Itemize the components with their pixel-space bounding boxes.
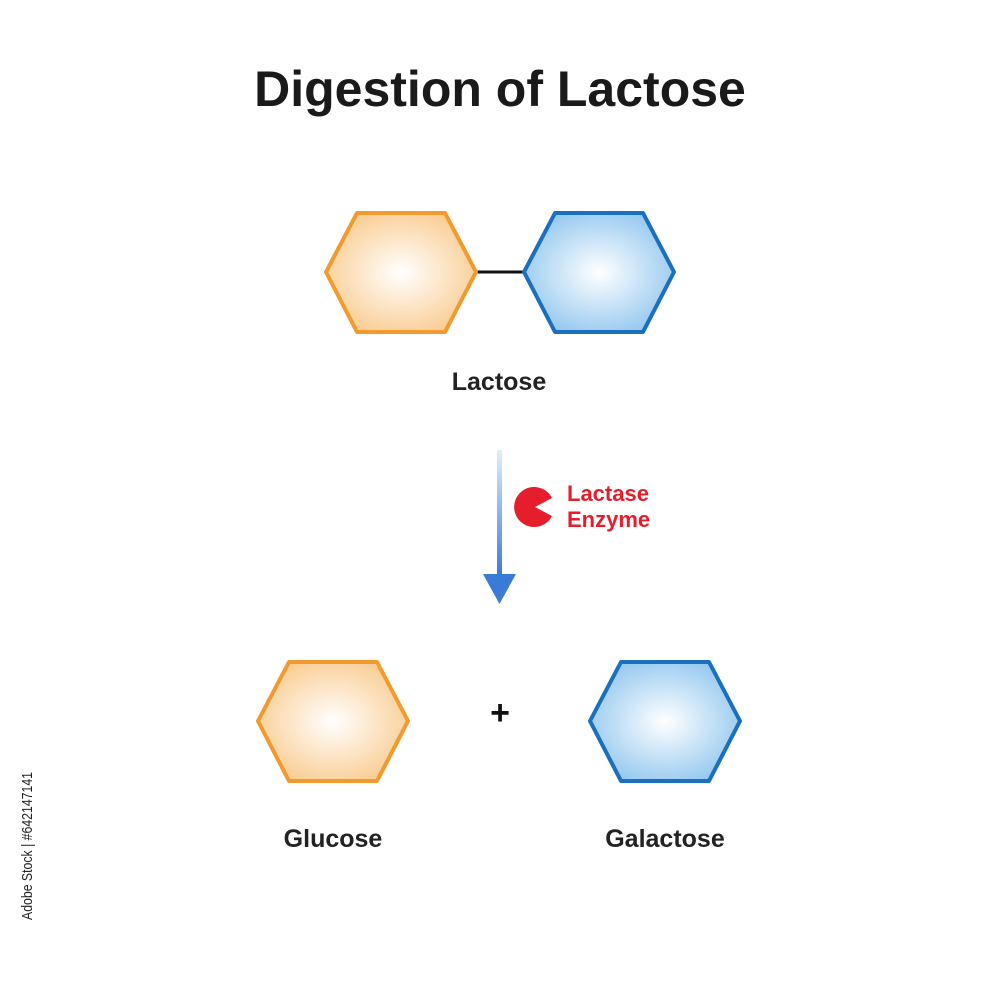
enzyme-label-line1: Lactase <box>567 481 649 506</box>
reaction-arrow <box>483 450 516 604</box>
galactose-hexagon <box>588 660 742 783</box>
stock-id-text: Adobe Stock | #642147141 <box>19 772 36 920</box>
lactose-galactose-hexagon <box>522 211 676 334</box>
glucose-label: Glucose <box>284 825 383 853</box>
stock-id-watermark: Adobe Stock | #642147141 <box>19 772 36 920</box>
enzyme-label-line2: Enzyme <box>567 507 650 532</box>
arrow-head <box>483 574 516 604</box>
plus-sign: + <box>490 694 510 732</box>
galactose-label: Galactose <box>605 825 725 853</box>
lactose-glucose-hexagon <box>324 211 478 334</box>
glucose-hexagon <box>256 660 410 783</box>
pacman-enzyme-icon <box>514 487 552 527</box>
lactose-molecule <box>324 211 676 334</box>
lactose-label: Lactose <box>452 368 547 396</box>
page-title: Digestion of Lactose <box>254 61 746 117</box>
lactase-enzyme: Lactase Enzyme <box>514 481 650 532</box>
arrow-shaft <box>497 450 502 575</box>
